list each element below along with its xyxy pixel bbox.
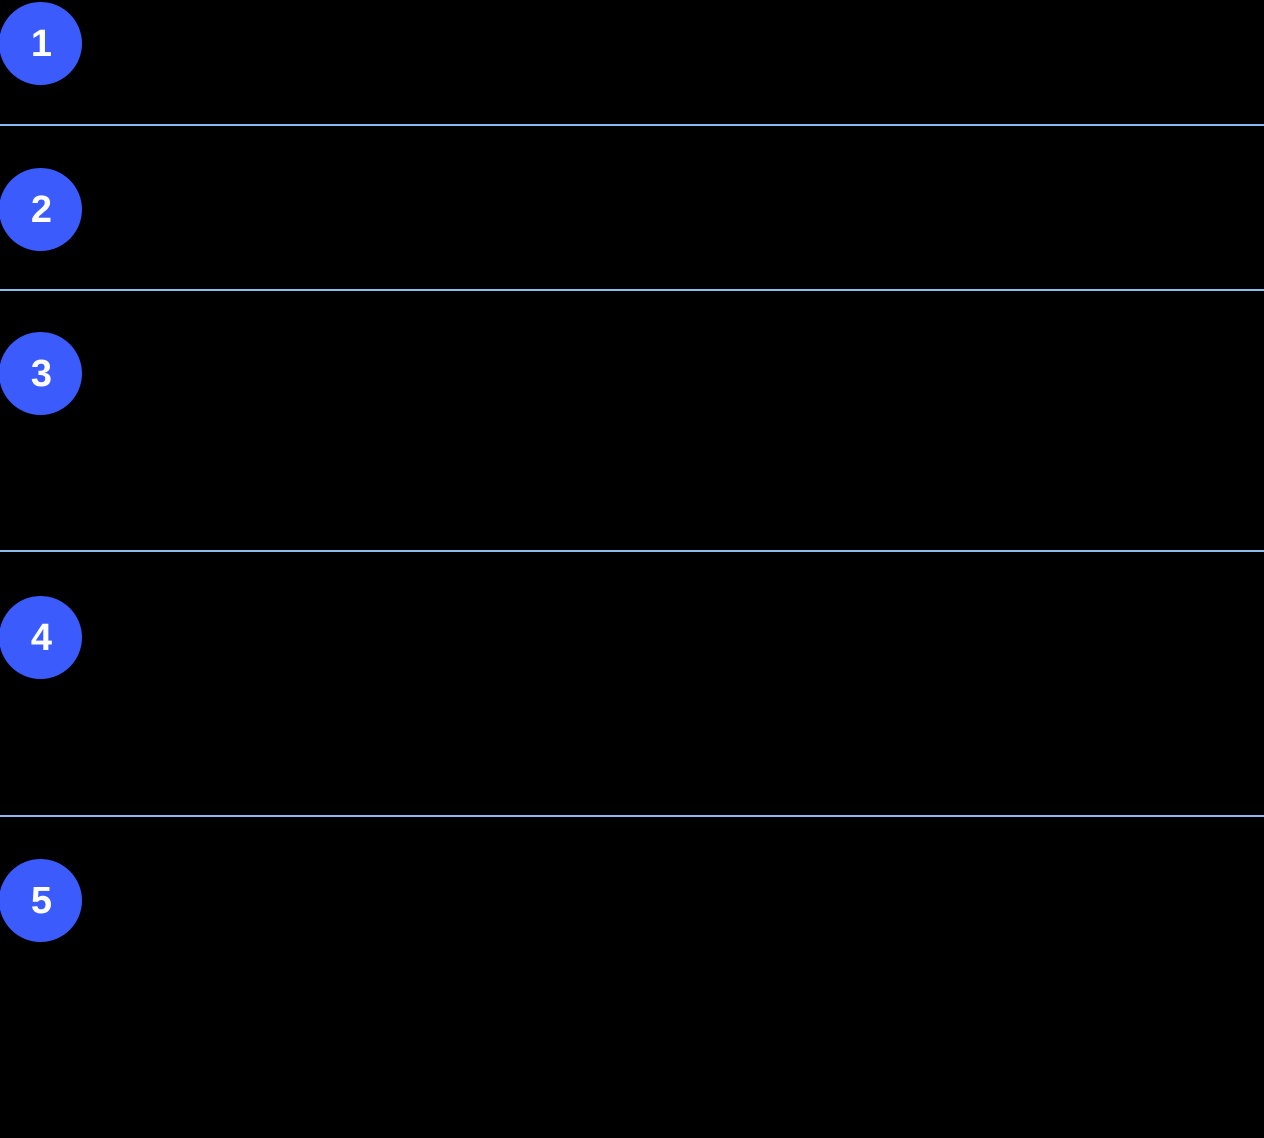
section-divider-4 [0,815,1264,817]
step-section-4: 4 [0,552,1264,815]
step-content-text [90,291,1264,550]
step-content-text [90,817,1264,1138]
step-number-label: 3 [30,352,53,395]
step-section-5: 5 [0,817,1264,1138]
step-number-label: 4 [30,616,53,659]
step-content-4 [90,552,1264,815]
section-divider-3 [0,550,1264,552]
step-content-3 [90,291,1264,550]
step-content-2 [90,126,1264,289]
step-badge-2[interactable]: 2 [0,168,82,251]
step-number-label: 1 [30,22,53,65]
step-badge-1[interactable]: 1 [0,2,82,85]
section-divider-2 [0,289,1264,291]
step-section-2: 2 [0,126,1264,289]
step-number-label: 2 [30,188,53,231]
step-badge-3[interactable]: 3 [0,332,82,415]
step-badge-5[interactable]: 5 [0,859,82,942]
step-section-1: 1 [0,0,1264,124]
step-content-text [90,0,1264,124]
step-number-label: 5 [30,879,53,922]
step-content-5 [90,817,1264,1138]
section-divider-1 [0,124,1264,126]
step-content-text [90,126,1264,289]
step-section-3: 3 [0,291,1264,550]
step-content-text [90,552,1264,815]
step-badge-4[interactable]: 4 [0,596,82,679]
step-content-1 [90,0,1264,124]
